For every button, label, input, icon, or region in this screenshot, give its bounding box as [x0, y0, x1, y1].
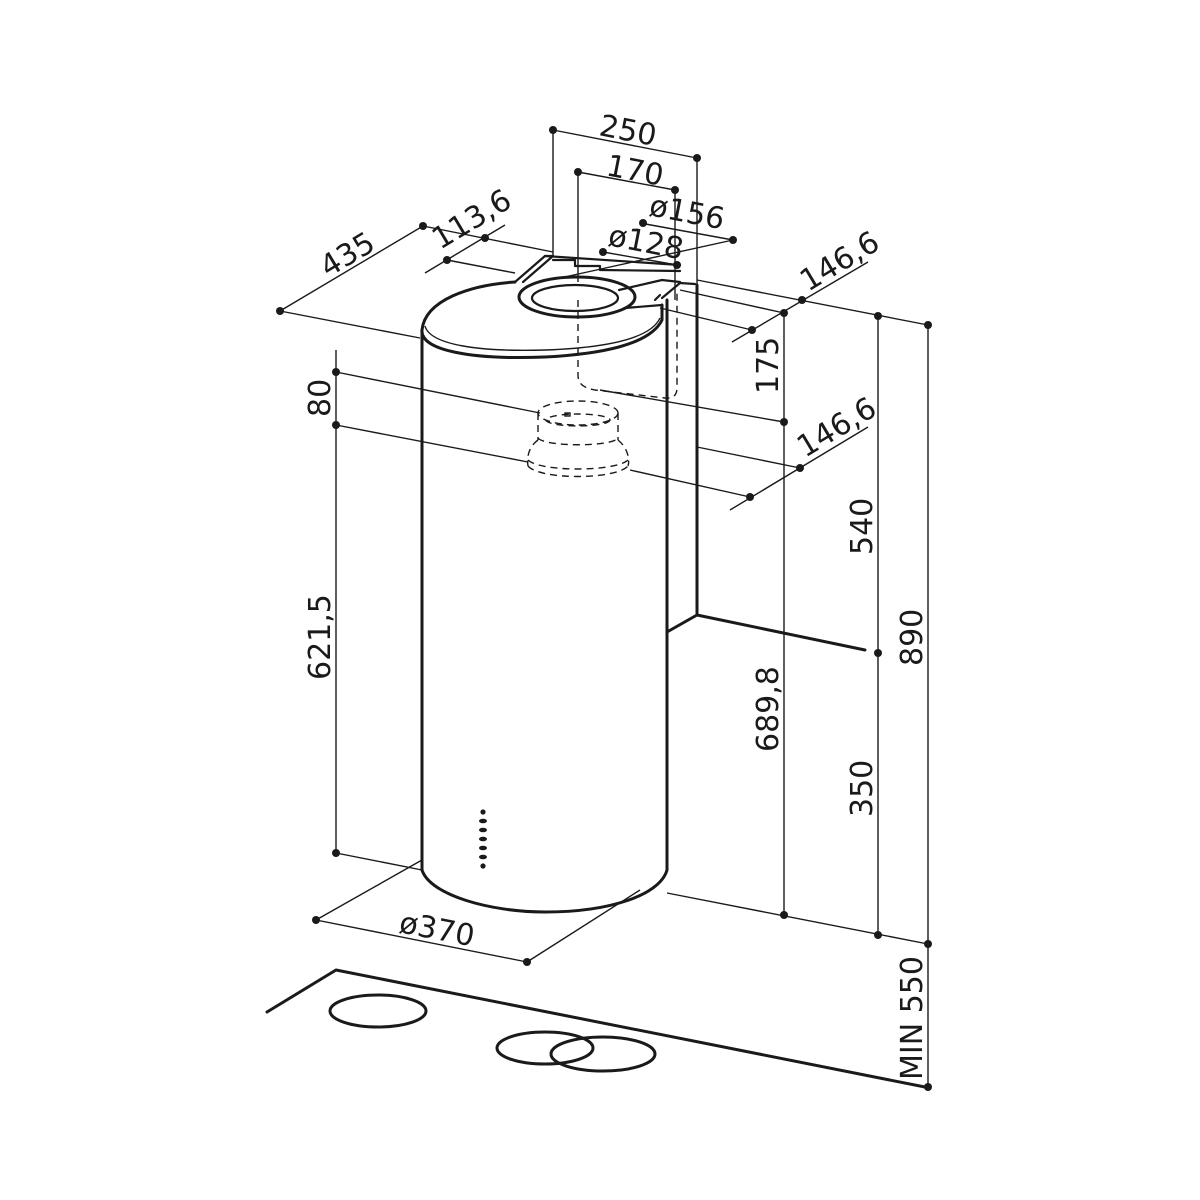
hood-cylinder	[420, 280, 669, 914]
label-350: 350	[845, 760, 880, 817]
outlet-spigot	[526, 400, 630, 478]
hob	[265, 968, 932, 1090]
label-250: 250	[596, 108, 659, 153]
dimension-labels: 250 170 ø156 ø128 435 113,6 146,6 175 14…	[303, 108, 930, 1080]
label-146-6-upper: 146,6	[794, 225, 886, 299]
label-d370: ø370	[396, 905, 477, 954]
label-170: 170	[603, 148, 666, 193]
chimney-column	[665, 283, 867, 652]
label-435: 435	[314, 225, 381, 284]
control-buttons	[479, 809, 487, 869]
burner-back	[495, 1030, 595, 1066]
label-175: 175	[751, 337, 786, 394]
dimension-points	[276, 126, 932, 1091]
label-min-550: MIN 550	[895, 956, 930, 1080]
label-540: 540	[845, 498, 880, 555]
label-621-5: 621,5	[303, 594, 338, 680]
burner-front	[549, 1035, 657, 1073]
label-146-6-lower: 146,6	[791, 391, 883, 465]
label-689-8: 689,8	[751, 666, 786, 752]
hidden-chimney-outline	[577, 290, 678, 399]
label-80: 80	[303, 379, 338, 417]
mounting-bracket	[513, 254, 697, 319]
label-113-6: 113,6	[426, 183, 518, 257]
burner-left	[328, 993, 428, 1029]
label-890: 890	[895, 609, 930, 666]
